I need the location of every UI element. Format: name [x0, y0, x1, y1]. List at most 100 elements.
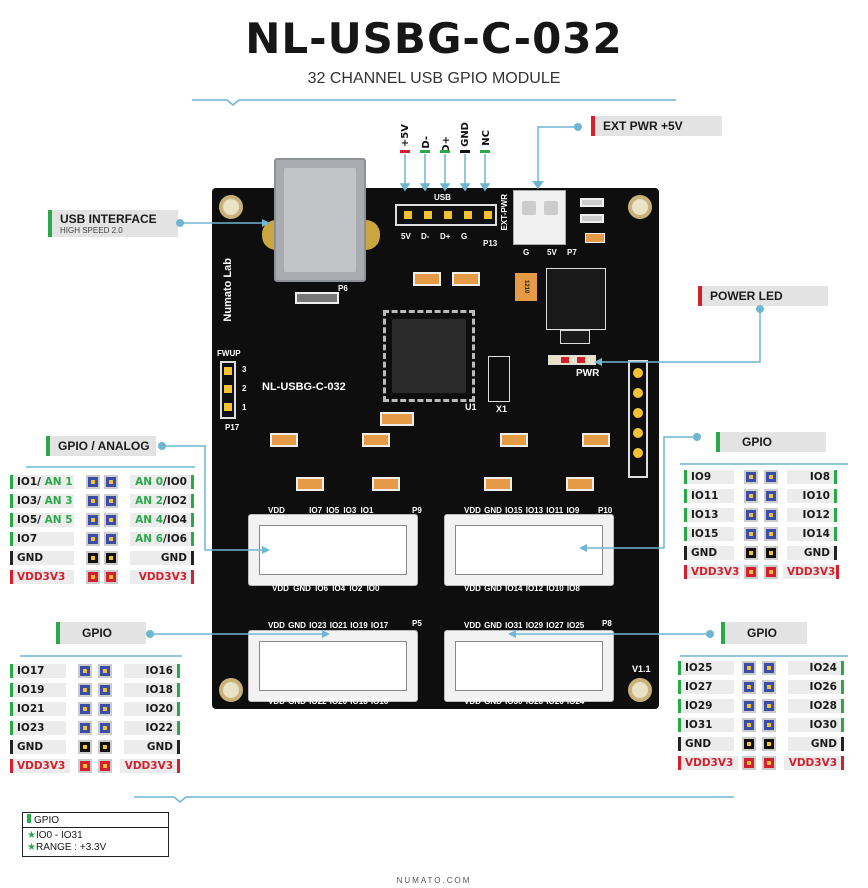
legend-body: ★IO0 - IO31 ★RANGE : +3.3V	[27, 830, 107, 853]
pin-label: IO29	[678, 699, 734, 713]
pin-label: IO16	[124, 664, 180, 678]
pin-label: IO8	[787, 470, 837, 484]
legend-box: GPIO ★IO0 - IO31 ★RANGE : +3.3V	[22, 812, 169, 857]
gpio-pin	[762, 718, 776, 732]
pin-label: IO31	[678, 718, 734, 732]
pin-label: GND	[788, 737, 844, 751]
gpio-pin	[744, 489, 758, 503]
gpio-pin	[104, 494, 118, 508]
gpio-pin	[764, 470, 778, 484]
usb-pin-silk: G	[461, 232, 468, 241]
p8-top-labels: VDD GND IO31 IO29 IO27 IO25	[464, 621, 585, 630]
vdd-pin	[98, 759, 112, 773]
pin-label: IO22	[124, 721, 180, 735]
gpio-pin	[78, 702, 92, 716]
pin-label: IO20	[124, 702, 180, 716]
fwup-pin: 3	[242, 365, 247, 374]
gpio-pin	[762, 699, 776, 713]
board-version: V1.1	[632, 664, 651, 674]
pin-label: GND	[124, 740, 180, 754]
pin-label: GND	[10, 740, 66, 754]
smd-part	[380, 412, 414, 426]
gnd-pin	[764, 546, 778, 560]
board-name: NL-USBG-C-032	[262, 381, 346, 393]
pin-label: IO27	[678, 680, 734, 694]
pin-label: GND	[787, 546, 837, 560]
pin-label: VDD3V3	[10, 759, 70, 773]
mcu-ref: U1	[465, 402, 477, 412]
pin-label: VDD3V3	[783, 565, 839, 579]
star-icon: ★	[27, 842, 36, 853]
pin-label: VDD3V3	[784, 756, 844, 770]
gpio-pin	[104, 475, 118, 489]
vdd-pin	[744, 565, 758, 579]
callout-gpio-p10: GPIO	[716, 432, 826, 452]
legend-title-row: GPIO	[23, 813, 168, 828]
pin-label: VDD3V3	[684, 565, 740, 579]
mounting-hole	[628, 678, 652, 702]
usb-pin-silk: D+	[440, 232, 451, 241]
gnd-pin	[742, 737, 756, 751]
smd-part	[484, 477, 512, 491]
pin-label: IO12	[787, 508, 837, 522]
pin-label: IO25	[678, 661, 734, 675]
gpio-pin	[764, 508, 778, 522]
side-header	[628, 360, 648, 478]
pin-label: IO18	[124, 683, 180, 697]
smd-part	[580, 198, 604, 207]
pin-label: VDD3V3	[120, 759, 180, 773]
gnd-pin	[78, 740, 92, 754]
gpio-pin	[744, 527, 758, 541]
usb-header-ref: P13	[483, 239, 498, 248]
gpio-pin	[744, 508, 758, 522]
fwup-label: FWUP	[217, 349, 241, 358]
gpio-pin	[78, 683, 92, 697]
header-p10	[444, 514, 614, 586]
pin-label: AN 2/IO2	[130, 494, 194, 508]
pin-label: IO11	[684, 489, 734, 503]
gpio-pin	[98, 721, 112, 735]
gpio-pin	[744, 470, 758, 484]
gpio-pin	[762, 680, 776, 694]
smd-part	[500, 433, 528, 447]
p9-ref: P9	[412, 506, 422, 515]
gnd-pin	[744, 546, 758, 560]
pin-label: IO3/ AN 3	[10, 494, 74, 508]
gpio-pin	[742, 699, 756, 713]
gnd-pin	[762, 737, 776, 751]
p8-ref: P8	[602, 619, 612, 628]
pin-label: VDD3V3	[678, 756, 738, 770]
gnd-pin	[86, 551, 100, 565]
pin-label: IO7	[10, 532, 74, 546]
vdd-pin	[762, 756, 776, 770]
pin-label: IO21	[10, 702, 66, 716]
vdd-pin	[78, 759, 92, 773]
fwup-ref: P17	[225, 423, 240, 432]
mounting-hole	[219, 195, 243, 219]
smd-part	[413, 272, 441, 286]
crystal	[488, 356, 510, 402]
p10-bottom-labels: VDD GND IO14 IO12 IO10 IO8	[464, 584, 580, 593]
gpio-pin	[764, 527, 778, 541]
gpio-pin	[742, 718, 756, 732]
ext-pwr-connector	[513, 190, 566, 245]
pwr-led-label: PWR	[576, 368, 600, 379]
pin-label: IO14	[787, 527, 837, 541]
usb-header	[395, 204, 497, 226]
gpio-pin	[104, 532, 118, 546]
pin-label: IO24	[788, 661, 844, 675]
gpio-pin	[98, 664, 112, 678]
gpio-pin	[78, 721, 92, 735]
gpio-color-swatch	[27, 814, 31, 823]
gpio-pin	[742, 680, 756, 694]
vdd-pin	[86, 570, 100, 584]
fwup-pin: 1	[242, 403, 247, 412]
pin-label: AN 4/IO4	[130, 513, 194, 527]
pin-label: AN 0/IO0	[130, 475, 194, 489]
gnd-pin	[104, 551, 118, 565]
pin-label: IO10	[787, 489, 837, 503]
